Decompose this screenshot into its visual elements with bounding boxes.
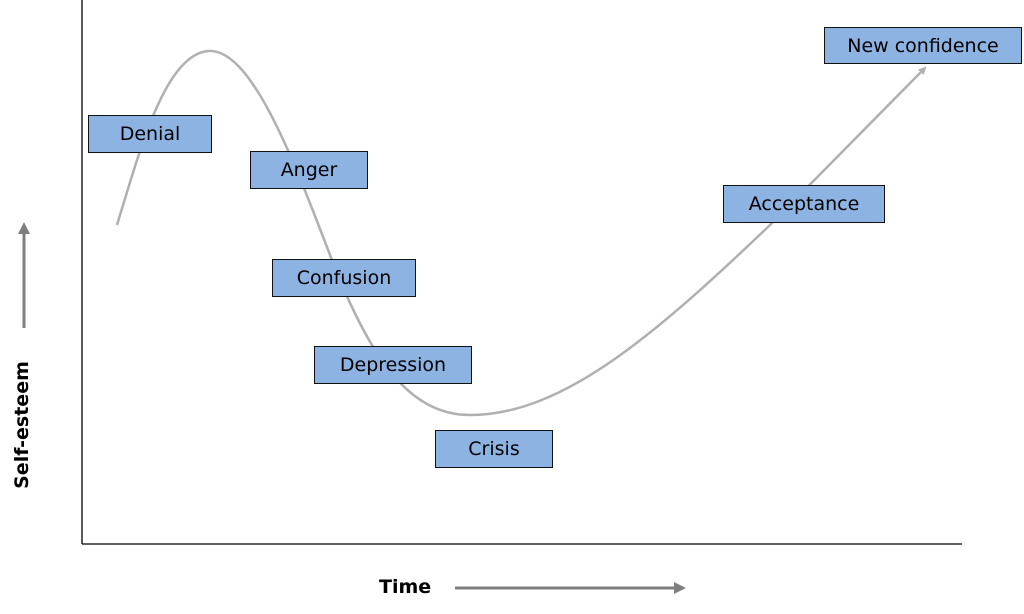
y-axis-label: Self-esteem (11, 361, 33, 489)
change-curve (115, 49, 927, 417)
stage-confusion: Confusion (272, 259, 416, 297)
stage-depression: Depression (314, 346, 472, 384)
stage-crisis: Crisis (435, 430, 553, 468)
stage-denial: Denial (88, 115, 212, 153)
stage-anger: Anger (250, 151, 368, 189)
stage-acceptance: Acceptance (723, 185, 885, 223)
stage-new-confidence: New confidence (824, 27, 1022, 64)
x-axis-label: Time (379, 576, 432, 598)
